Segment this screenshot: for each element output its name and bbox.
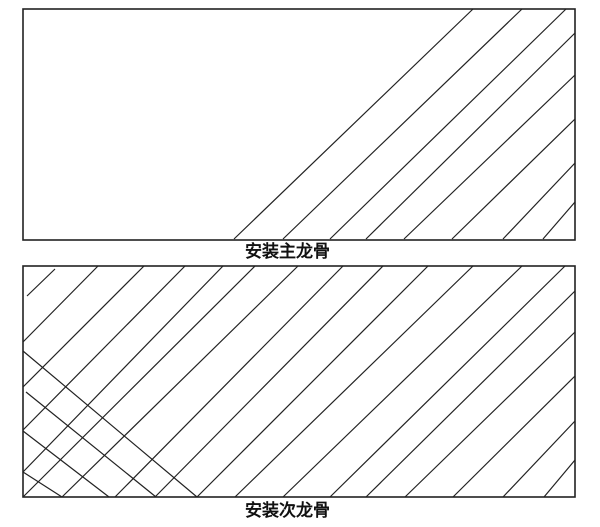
- keel-line: [154, 265, 384, 498]
- keel-line: [451, 118, 576, 240]
- keel-line: [22, 265, 224, 473]
- keel-line: [234, 265, 474, 498]
- secondary-keel-panel: [22, 265, 576, 498]
- keel-line: [22, 265, 186, 431]
- keel-line: [233, 8, 474, 240]
- keel-line: [329, 265, 566, 498]
- keel-line: [61, 265, 299, 498]
- cross-keel-line: [22, 430, 110, 498]
- cross-keel-line: [22, 471, 63, 498]
- cross-keel-line: [22, 350, 198, 498]
- cross-keel-line: [25, 391, 157, 498]
- main-keel-caption: 安装主龙骨: [245, 242, 330, 262]
- keel-line: [452, 375, 576, 498]
- keel-line: [329, 8, 567, 240]
- keel-line: [22, 265, 99, 343]
- keel-line: [282, 265, 523, 498]
- main-keel-panel: [22, 8, 576, 241]
- panel-frame: [22, 265, 576, 498]
- keel-line: [22, 265, 256, 498]
- panel-frame: [22, 8, 576, 241]
- keel-line: [365, 290, 576, 498]
- keel-line: [365, 32, 576, 240]
- keel-line: [542, 201, 576, 240]
- keel-line: [502, 420, 576, 498]
- secondary-keel-caption: 安装次龙骨: [245, 501, 330, 521]
- keel-line: [26, 268, 56, 297]
- keel-line: [114, 265, 344, 498]
- keel-line: [196, 265, 429, 498]
- keel-line: [502, 162, 576, 240]
- keel-line: [403, 74, 576, 240]
- keel-line: [404, 331, 576, 498]
- keel-line: [282, 8, 523, 240]
- keel-line: [22, 265, 145, 388]
- keel-line: [543, 459, 576, 498]
